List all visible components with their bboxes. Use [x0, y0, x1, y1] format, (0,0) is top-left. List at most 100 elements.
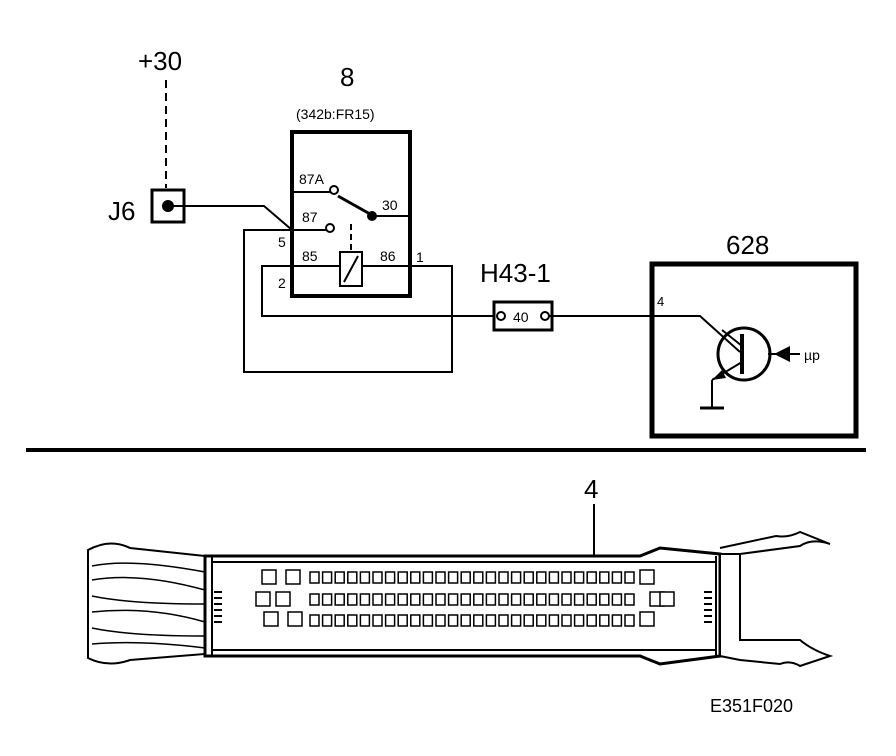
- pin-85-label: 85: [302, 248, 318, 264]
- j6-label: J6: [108, 196, 135, 226]
- connector-pin: [473, 571, 484, 584]
- connector-pin: [573, 571, 585, 584]
- connector-pin: [485, 593, 497, 606]
- connector-pin: [485, 571, 497, 584]
- connector-pin: [523, 593, 534, 606]
- connector-pin: [599, 571, 610, 584]
- relay-ref: (342b:FR15): [296, 106, 375, 122]
- connector-pin: [372, 571, 383, 584]
- connector-pin-callout: 4: [584, 474, 598, 504]
- connector-pin: [447, 593, 459, 606]
- connector-large-pin: [255, 591, 271, 607]
- pin-1-label: 1: [416, 249, 424, 265]
- connector-pin: [359, 571, 371, 584]
- wire-strand: [91, 641, 206, 649]
- pin-86-label: 86: [380, 248, 396, 264]
- connector-pin: [435, 614, 446, 627]
- connector-pin: [410, 614, 421, 627]
- connector-pin-grid: [255, 569, 675, 627]
- connector-pin: [624, 593, 635, 606]
- connector-large-pin: [285, 569, 301, 585]
- j6-pin-dot: [162, 200, 174, 212]
- connector-pin: [599, 593, 610, 606]
- module-number: 628: [726, 230, 769, 260]
- coil-diagonal: [343, 255, 359, 283]
- connector-pin: [624, 571, 635, 584]
- connector-pin: [561, 593, 572, 606]
- pin-5-label: 5: [278, 234, 286, 250]
- connector-pin: [321, 571, 333, 584]
- connector-pin: [624, 614, 635, 627]
- connector-pin: [485, 614, 497, 627]
- connector-pin: [523, 571, 534, 584]
- connector-pin: [498, 571, 509, 584]
- connector-pin: [523, 614, 534, 627]
- connector-pin: [536, 571, 547, 584]
- connector-pin: [359, 614, 371, 627]
- connector-ribs-right: [704, 591, 712, 623]
- connector-pin: [334, 593, 345, 606]
- h43-label: H43-1: [480, 258, 551, 288]
- connector-pin: [548, 614, 560, 627]
- connector-pin: [460, 571, 471, 584]
- connector-pin: [422, 593, 434, 606]
- connector-ribs-left: [214, 591, 222, 623]
- switch-arm: [337, 194, 371, 216]
- connector-pin: [321, 593, 333, 606]
- connector-pin: [397, 593, 408, 606]
- connector-large-pin: [261, 569, 277, 585]
- connector-large-pin: [639, 611, 655, 627]
- h43-pin-label: 40: [513, 309, 529, 325]
- connector-pin: [611, 593, 623, 606]
- connector-pin: [347, 571, 358, 584]
- wire-h43-module: [549, 315, 741, 353]
- pin-2-label: 2: [278, 275, 286, 291]
- connector-pin: [372, 593, 383, 606]
- connector-housing-top: [719, 530, 831, 555]
- connector-large-pin: [639, 569, 655, 585]
- connector-pin: [347, 614, 358, 627]
- wire-strand: [91, 562, 206, 573]
- wire-j6-relay: [174, 205, 293, 231]
- connector-pin: [586, 571, 597, 584]
- connector-pin: [384, 614, 396, 627]
- h43-left-pin: [496, 311, 506, 321]
- figure-id: E351F020: [710, 696, 793, 716]
- connector-pin: [548, 593, 560, 606]
- connector-pin: [334, 571, 345, 584]
- connector-pin: [347, 593, 358, 606]
- relay-number: 8: [340, 62, 354, 92]
- transistor-collector: [721, 329, 743, 347]
- control-module-box: [649, 261, 859, 439]
- connector-pin: [586, 614, 597, 627]
- supply-label: +30: [138, 46, 182, 76]
- connector-pin: [447, 571, 459, 584]
- connector-pin: [422, 571, 434, 584]
- connector-pin: [510, 571, 522, 584]
- connector-pin: [410, 571, 421, 584]
- connector-pin: [510, 593, 522, 606]
- connector-pin: [309, 614, 320, 627]
- wire-strand: [91, 595, 206, 605]
- connector-pin: [397, 614, 408, 627]
- relay-box: [290, 130, 412, 298]
- connector-pin: [359, 593, 371, 606]
- pin-30-label: 30: [382, 197, 398, 213]
- pin-87-label: 87: [302, 209, 318, 225]
- connector-pin: [473, 614, 484, 627]
- connector-pin: [536, 593, 547, 606]
- base-input-arrow: [774, 346, 790, 362]
- connector-large-pin: [659, 591, 675, 607]
- connector-pin: [309, 571, 320, 584]
- connector-pin: [397, 571, 408, 584]
- connector-pin: [611, 614, 623, 627]
- connector-pin: [498, 614, 509, 627]
- connector-pin: [447, 614, 459, 627]
- connector-pin: [435, 593, 446, 606]
- module-pin-label: 4: [657, 294, 664, 309]
- connector-pin: [561, 614, 572, 627]
- connector-pin: [536, 614, 547, 627]
- connector-large-pin: [275, 591, 291, 607]
- mu-label: µp: [804, 347, 820, 363]
